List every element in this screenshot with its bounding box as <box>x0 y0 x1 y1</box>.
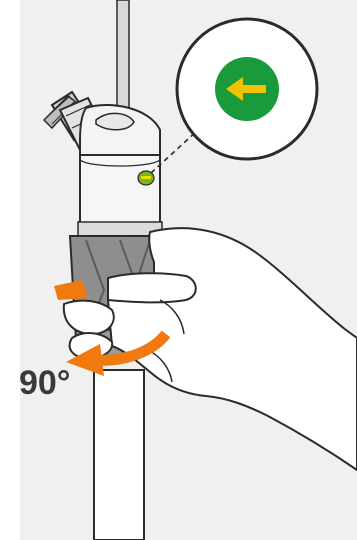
rotation-angle-label: 90° <box>19 366 70 400</box>
indicator-callout <box>177 19 317 159</box>
lower-pipe <box>94 370 144 540</box>
valve-body <box>78 155 162 236</box>
upper-pipe <box>117 0 129 110</box>
